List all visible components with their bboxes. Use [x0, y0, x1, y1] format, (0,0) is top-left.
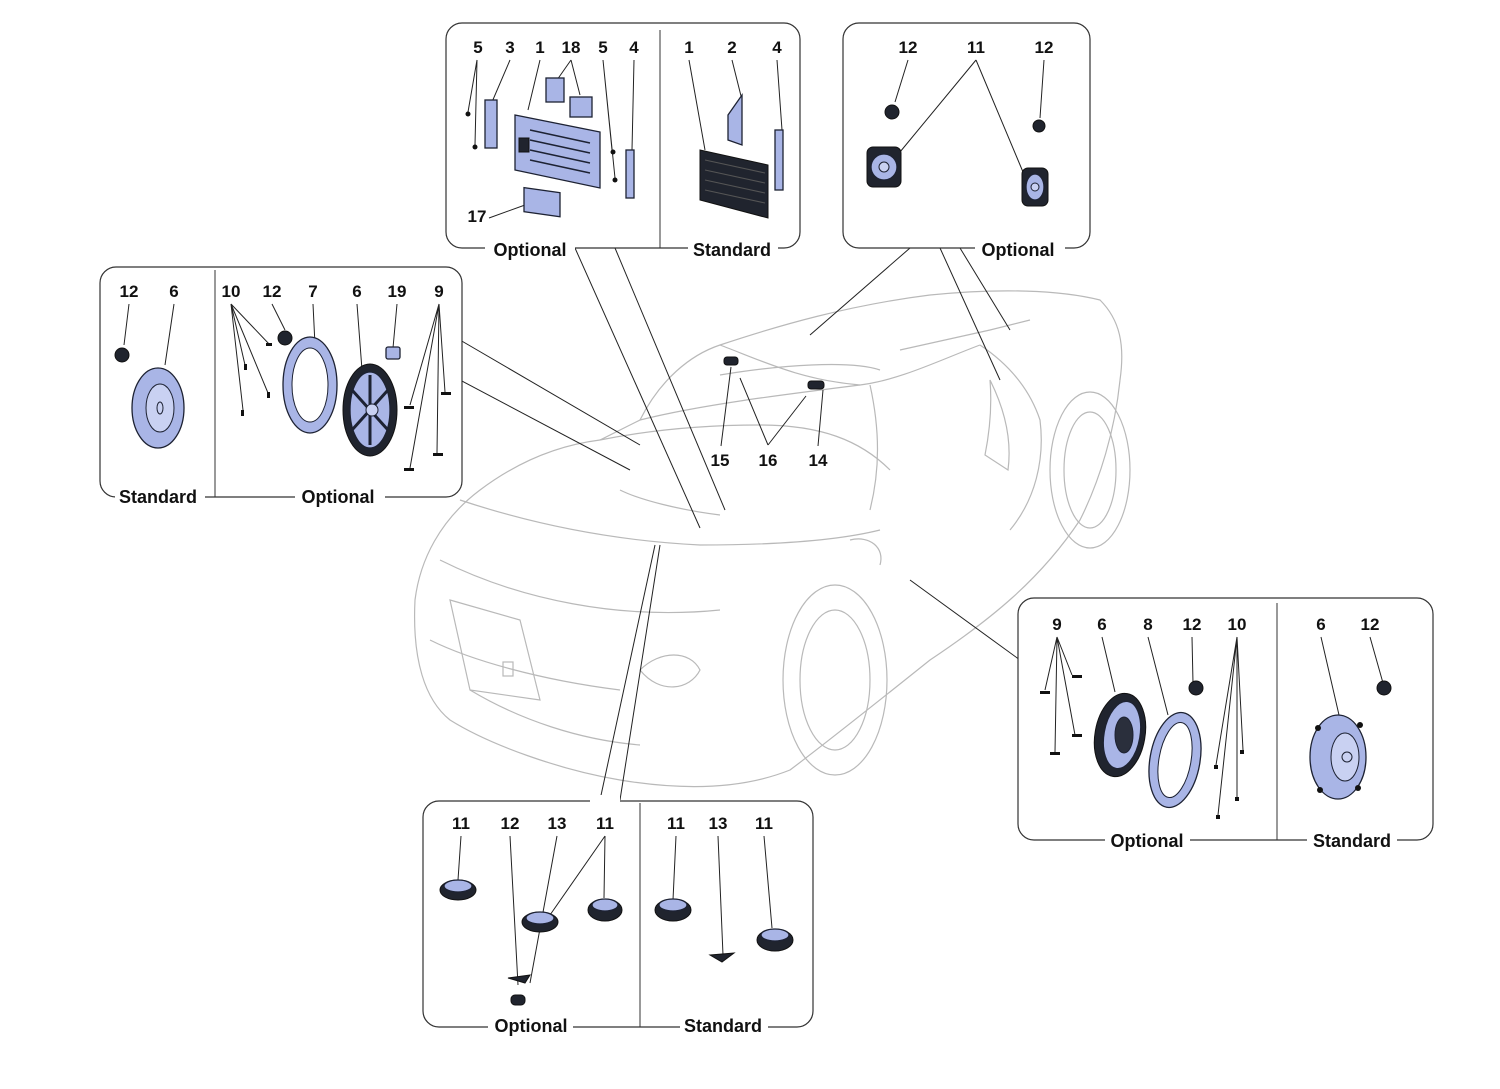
speaker-ring-icon — [282, 336, 338, 434]
panel-right-door: Optional Standard 9 6 8 12 10 6 12 — [1017, 597, 1434, 852]
callout: 12 — [501, 814, 520, 833]
callout: 1 — [684, 38, 693, 57]
bracket-icon — [727, 92, 743, 146]
callout: 10 — [1228, 615, 1247, 634]
section-caption-optional: Optional — [495, 1016, 568, 1036]
dash-speaker-icon — [654, 898, 692, 922]
clip-icon — [385, 346, 401, 360]
callout: 18 — [562, 38, 581, 57]
callout: 9 — [1052, 615, 1061, 634]
amplifier-standard-icon — [699, 149, 769, 219]
connector-icon — [1032, 119, 1046, 133]
callout: 10 — [222, 282, 241, 301]
callout: 6 — [1316, 615, 1325, 634]
bracket-icon — [625, 149, 635, 199]
dash-speaker-icon — [587, 898, 623, 922]
callout: 13 — [548, 814, 567, 833]
connector-icon — [114, 347, 130, 363]
callout: 8 — [1143, 615, 1152, 634]
amplifier-optional-icon — [514, 114, 601, 189]
callout: 6 — [169, 282, 178, 301]
callout: 1 — [535, 38, 544, 57]
section-caption-standard: Standard — [1313, 831, 1391, 851]
bracket-icon — [708, 952, 736, 963]
callout: 13 — [709, 814, 728, 833]
callout: 11 — [452, 814, 470, 833]
callout: 7 — [308, 282, 317, 301]
panel-roof-speakers: Optional 12 11 12 — [842, 22, 1091, 260]
bracket-icon — [507, 974, 531, 984]
screw-icon — [610, 149, 616, 155]
callout: 11 — [755, 814, 773, 833]
callout: 11 — [667, 814, 685, 833]
callout: 4 — [629, 38, 639, 57]
callout: 11 — [596, 814, 614, 833]
section-caption-optional: Optional — [302, 487, 375, 507]
section-caption-optional: Optional — [1111, 831, 1184, 851]
pad-icon — [545, 77, 565, 103]
callout: 4 — [772, 38, 782, 57]
screws-icon — [241, 343, 451, 471]
leader-lines — [459, 247, 1021, 801]
section-caption-standard: Standard — [684, 1016, 762, 1036]
tweeter-icon — [723, 356, 739, 366]
section-caption-standard: Standard — [693, 240, 771, 260]
callout: 6 — [1097, 615, 1106, 634]
panel-left-door: Standard Optional 12 6 10 12 7 6 19 9 — [99, 266, 463, 509]
panel-dashboard: Optional Standard 11 12 13 11 11 13 11 — [422, 795, 814, 1037]
callout: 5 — [473, 38, 482, 57]
screw-icon — [465, 111, 471, 117]
callout: 15 — [711, 451, 730, 470]
connector-icon — [884, 104, 900, 120]
section-caption-optional: Optional — [982, 240, 1055, 260]
tweeter-speaker-icon — [866, 146, 902, 188]
pad-icon — [569, 96, 593, 118]
connector-icon — [277, 330, 293, 346]
callout: 12 — [263, 282, 282, 301]
panel-amplifier: Optional Standard 5 3 1 18 5 4 17 1 2 4 — [445, 22, 801, 260]
callout: 3 — [505, 38, 514, 57]
callout: 11 — [967, 38, 985, 57]
callout: 12 — [1361, 615, 1380, 634]
callout: 12 — [1183, 615, 1202, 634]
callout: 2 — [727, 38, 736, 57]
connector-icon — [510, 994, 526, 1006]
dash-speaker-icon — [521, 911, 559, 933]
connector-icon — [1188, 680, 1204, 696]
callout: 6 — [352, 282, 361, 301]
bracket-icon — [484, 99, 498, 149]
callout: 5 — [598, 38, 607, 57]
callout: 17 — [468, 207, 487, 226]
door-speaker-optional-icon — [1093, 692, 1147, 778]
callout: 19 — [388, 282, 407, 301]
door-speaker-optional-icon — [342, 363, 398, 457]
dash-speaker-icon — [756, 928, 794, 952]
section-caption-standard: Standard — [119, 487, 197, 507]
connector-icon — [1376, 680, 1392, 696]
door-speaker-standard-icon — [1309, 714, 1367, 800]
callout: 14 — [809, 451, 828, 470]
car-outline — [413, 290, 1131, 788]
callout: 9 — [434, 282, 443, 301]
screw-icon — [472, 144, 478, 150]
screw-icon — [612, 177, 618, 183]
callout: 12 — [1035, 38, 1054, 57]
panel-windshield: 15 16 14 — [711, 356, 828, 470]
speaker-ring-icon — [1148, 711, 1202, 809]
callout: 12 — [899, 38, 918, 57]
tweeter-speaker-icon — [1021, 167, 1049, 207]
screws-icon — [1040, 675, 1244, 819]
callout: 16 — [759, 451, 778, 470]
dash-speaker-icon — [439, 879, 477, 901]
door-speaker-standard-icon — [131, 367, 185, 449]
tweeter-icon — [807, 380, 825, 390]
section-caption-optional: Optional — [494, 240, 567, 260]
bracket-icon — [774, 129, 784, 191]
pad-icon — [523, 186, 561, 218]
callout: 12 — [120, 282, 139, 301]
